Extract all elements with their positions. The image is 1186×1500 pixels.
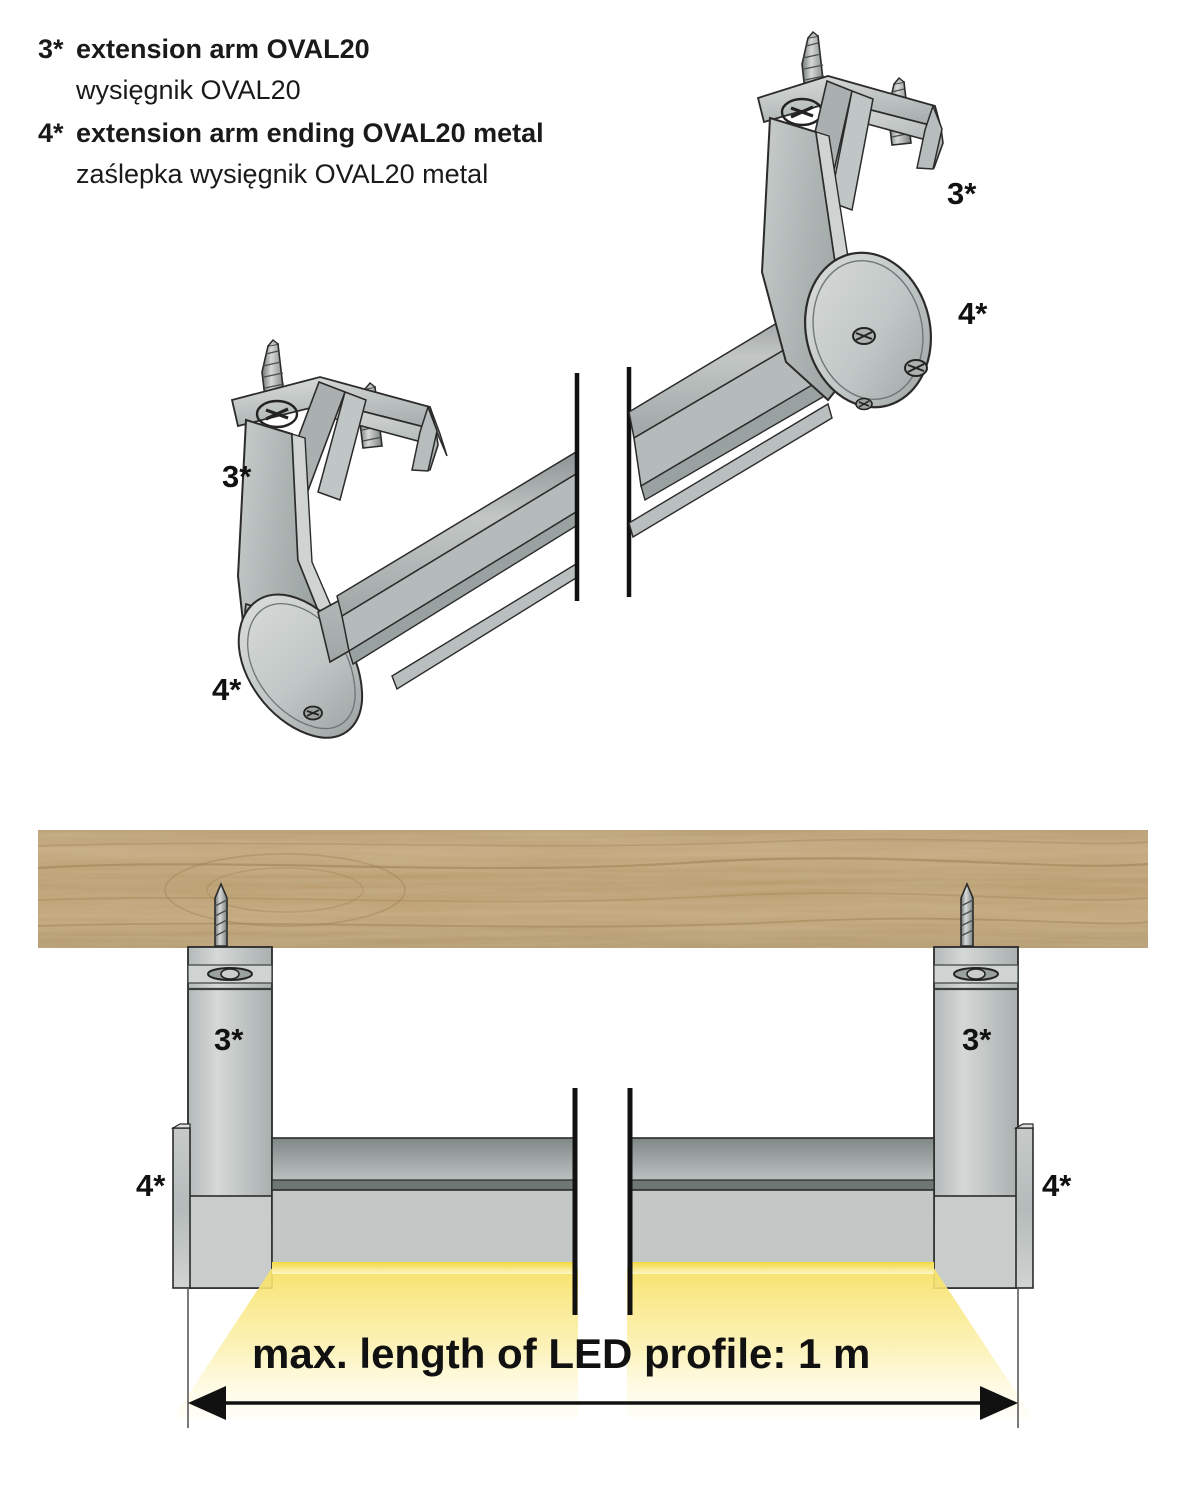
callout-bottom-left-arm: 3*: [214, 1022, 244, 1057]
right-bracket-group: [756, 31, 944, 411]
screw-head-icon: [953, 967, 999, 981]
right-arm-elevation: [933, 946, 1034, 1289]
callout-top-left-arm: 3*: [222, 459, 252, 494]
end-cap-plate: [1015, 1127, 1034, 1289]
wood-beam: [38, 830, 1148, 948]
callout-top-right-cap: 4*: [958, 296, 988, 331]
legend-row: zaślepka wysięgnik OVAL20 metal: [38, 161, 738, 188]
screw-head-icon: [303, 705, 323, 721]
legend-key: 3*: [38, 34, 64, 64]
screw-icon: [960, 881, 974, 947]
legend-label: extension arm ending OVAL20 metal: [76, 118, 544, 148]
bottom-elevation-assembly: [38, 830, 1148, 1428]
led-profile-right-elevation: [628, 1137, 935, 1274]
callout-bottom-right-arm: 3*: [962, 1022, 992, 1057]
dimension-label: max. length of LED profile: 1 m: [252, 1330, 871, 1377]
legend-label: wysięgnik OVAL20: [76, 75, 301, 105]
screw-head-icon: [207, 967, 253, 981]
screw-icon: [214, 881, 228, 947]
legend-row: 4* extension arm ending OVAL20 metal: [38, 120, 738, 147]
led-profile-left-elevation: [271, 1137, 575, 1274]
screw-head-icon: [255, 399, 299, 429]
top-perspective-assembly: [230, 31, 944, 739]
callout-top-left-cap: 4*: [212, 672, 242, 707]
end-cap-plate: [172, 1127, 191, 1289]
callout-bottom-left-cap: 4*: [136, 1168, 166, 1203]
legend-row: 3* extension arm OVAL20: [38, 36, 738, 63]
left-arm-elevation: [170, 946, 273, 1289]
legend-label: zaślepka wysięgnik OVAL20 metal: [76, 159, 489, 189]
callout-bottom-right-cap: 4*: [1042, 1168, 1072, 1203]
led-profile-left-segment: [336, 450, 577, 691]
screw-head-icon: [852, 327, 876, 345]
screw-head-icon: [855, 397, 873, 411]
end-cap-right: [803, 251, 933, 411]
screw-head-icon: [904, 359, 928, 377]
legend-key: 4*: [38, 118, 64, 148]
legend-row: wysięgnik OVAL20: [38, 77, 738, 104]
callout-top-right-arm: 3*: [947, 176, 977, 211]
led-profile-right-segment: [628, 300, 833, 539]
legend: 3* extension arm OVAL20 wysięgnik OVAL20…: [38, 36, 738, 188]
dimension-arrow: [188, 1386, 1018, 1420]
legend-label: extension arm OVAL20: [76, 34, 370, 64]
